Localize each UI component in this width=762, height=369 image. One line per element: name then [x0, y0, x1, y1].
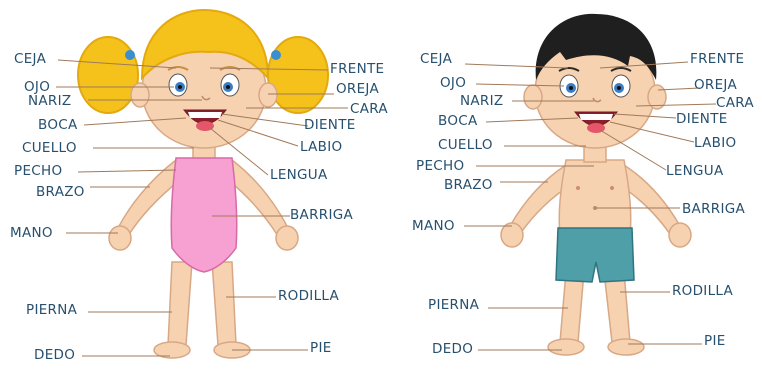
- girl-label-mano: MANO: [10, 225, 53, 241]
- boy-label-pierna: PIERNA: [428, 297, 480, 313]
- girl-label-pierna: PIERNA: [26, 302, 78, 318]
- girl-label-frente: FRENTE: [330, 61, 385, 77]
- girl-label-rodilla: RODILLA: [278, 288, 340, 304]
- boy-label-ojo: OJO: [440, 75, 467, 91]
- boy-label-pie: PIE: [704, 333, 726, 349]
- boy-label-diente: DIENTE: [676, 111, 728, 127]
- girl-label-oreja: OREJA: [336, 81, 380, 97]
- girl-label-lengua: LENGUA: [270, 167, 328, 183]
- girl-label-cuello: CUELLO: [22, 140, 77, 156]
- boy-label-cara: CARA: [716, 95, 754, 111]
- boy-label-barriga: BARRIGA: [682, 201, 746, 217]
- girl-label-pecho: PECHO: [14, 163, 63, 179]
- boy-label-pecho: PECHO: [416, 158, 465, 174]
- girl-label-cara: CARA: [350, 101, 388, 117]
- girl-label-boca: BOCA: [38, 117, 78, 133]
- boy-label-nariz: NARIZ: [460, 93, 504, 109]
- girl-label-diente: DIENTE: [304, 117, 356, 133]
- boy-label-mano: MANO: [412, 218, 455, 234]
- girl-label-pie: PIE: [310, 340, 332, 356]
- boy-label-dedo: DEDO: [432, 341, 474, 357]
- boy-label-boca: BOCA: [438, 113, 478, 129]
- boy-label-lengua: LENGUA: [666, 163, 724, 179]
- girl-label-brazo: BRAZO: [36, 184, 85, 200]
- boy-figure: [500, 13, 692, 356]
- boy-label-labio: LABIO: [694, 135, 737, 151]
- boy-label-rodilla: RODILLA: [672, 283, 734, 299]
- boy-label-brazo: BRAZO: [444, 177, 493, 193]
- leader-lines: [56, 59, 717, 357]
- girl-figure: [77, 8, 329, 359]
- boy-label-ceja: CEJA: [420, 51, 453, 67]
- girl-label-ojo: OJO: [24, 79, 51, 95]
- boy-label-oreja: OREJA: [694, 77, 738, 93]
- girl-label-barriga: BARRIGA: [290, 207, 354, 223]
- girl-label-nariz: NARIZ: [28, 93, 72, 109]
- girl-label-ceja: CEJA: [14, 51, 47, 67]
- girl-label-dedo: DEDO: [34, 347, 76, 363]
- boy-label-frente: FRENTE: [690, 51, 745, 67]
- girl-label-labio: LABIO: [300, 139, 343, 155]
- boy-label-cuello: CUELLO: [438, 137, 493, 153]
